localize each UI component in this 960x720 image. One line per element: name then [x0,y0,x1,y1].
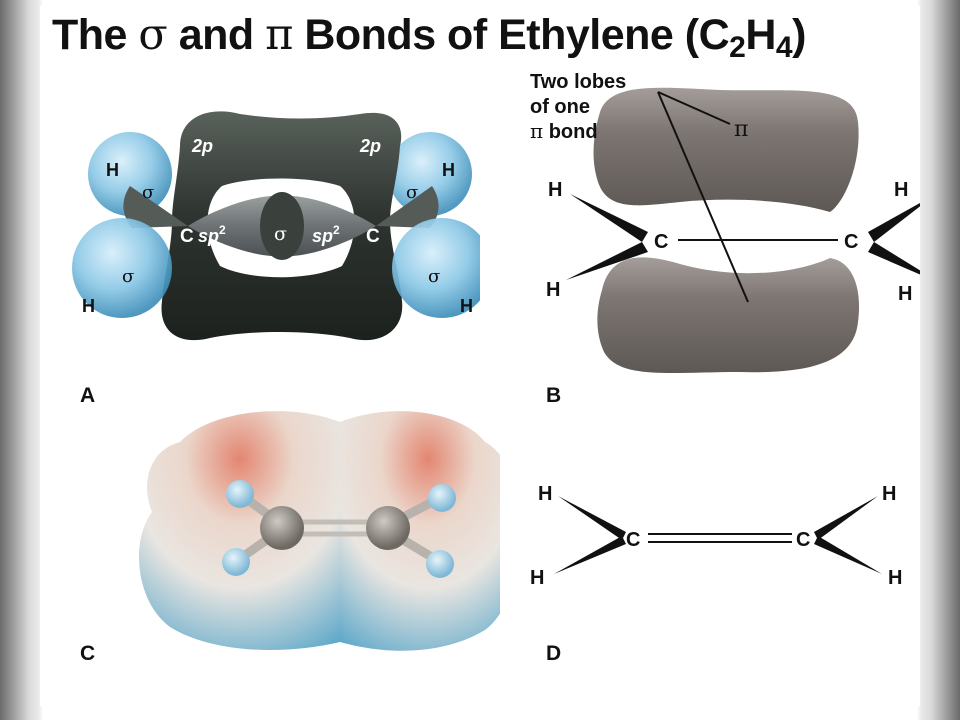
d-atom-h-bottom-right: H [888,567,902,589]
d-wedge-bottom-right [814,536,882,574]
title-and: and [178,11,254,59]
title-sub-2: 4 [775,31,793,64]
panel-c-electrostatic-map [139,411,500,651]
pi-lobe-upper [593,87,859,212]
label-sigma-bottom-left: σ [122,266,134,287]
d-atom-h-top-right: H [882,483,896,505]
title-main: Bonds of Ethylene (C [304,11,730,59]
carbon-ball-right [366,506,410,550]
label-sigma-bottom-right: σ [428,266,440,287]
hydrogen-orbital-bottom-right [392,218,480,318]
label-h-bottom-right: H [460,296,473,316]
panel-d-structural-formula: C C H H H H [530,483,902,589]
atom-h-bottom-right: H [898,283,912,305]
hydrogen-ball-bottom-left [222,548,250,576]
carbon-ball-left [260,506,304,550]
pi-lobe-lower [597,257,860,374]
label-2p-right: 2p [359,136,381,156]
label-sp2-left: sp2 [198,223,226,246]
panel-label-c: C [80,642,96,665]
title-prefix: The [52,11,127,59]
annotation-line-1: Two lobes [530,71,626,93]
d-atom-h-top-left: H [538,483,552,505]
page-title: The σ and π Bonds of Ethylene (C2H4) [52,10,922,65]
sp2-lobe-left [123,186,188,228]
p-orbital-lobes [161,111,403,341]
wedge-bond-top-left [570,194,648,242]
label-sigma-top-right: σ [406,182,418,203]
atom-c-left: C [654,231,668,253]
hydrogen-ball-top-right [428,484,456,512]
panel-b-pi-bond-diagram: Two lobes of one π bond π C C H H H H [530,71,920,374]
title-close: ) [792,11,806,59]
title-h: H [745,11,776,59]
atom-h-top-right: H [894,179,908,201]
title-pi: π [265,10,293,60]
atom-h-bottom-left: H [546,279,560,301]
label-c-right: C [366,226,380,247]
esp-surface-left [139,411,340,650]
panel-label-d: D [546,642,562,665]
label-2p-left: 2p [191,136,213,156]
d-wedge-bottom-left [554,536,626,574]
leader-line-lower [657,91,749,303]
label-sp2-right: sp2 [312,223,340,246]
title-sigma: σ [138,10,168,60]
panel-label-b: B [546,384,562,407]
label-sigma-center: σ [274,223,287,245]
annotation-line-3: π bond [530,119,598,143]
hydrogen-orbital-top-right [388,132,472,216]
d-atom-c-left: C [626,529,640,551]
atom-c-right: C [844,231,858,253]
d-wedge-top-left [558,496,626,540]
esp-surface-right [340,411,500,651]
sp2-lobe-right [376,186,439,228]
sigma-bond-core [260,192,304,260]
annotation-line-2: of one [530,96,590,118]
hydrogen-orbital-top-left [88,132,172,216]
label-h-top-left: H [106,160,119,180]
wedge-bond-bottom-left [566,242,648,280]
hydrogen-ball-top-left [226,480,254,508]
leader-line-upper [657,91,731,125]
panel-label-a: A [80,384,96,407]
wedge-bond-top-right [868,202,920,242]
d-wedge-top-right [814,496,878,540]
label-h-top-right: H [442,160,455,180]
label-sigma-top-left: σ [142,182,154,203]
title-sub-1: 2 [729,31,746,64]
hydrogen-ball-bottom-right [426,550,454,578]
label-h-bottom-left: H [82,296,95,316]
label-c-left: C [180,226,194,247]
d-atom-h-bottom-left: H [530,567,544,589]
wedge-bond-bottom-right [868,242,920,275]
pi-symbol-upper: π [734,117,748,142]
atom-h-top-left: H [548,179,562,201]
slide: The σ and π Bonds of Ethylene (C2H4) [40,6,920,706]
hydrogen-orbital-bottom-left [72,218,172,318]
panel-a-orbital-model: 2p 2p H H σ σ C C sp2 σ sp2 σ σ H H [72,111,480,341]
d-atom-c-right: C [796,529,810,551]
